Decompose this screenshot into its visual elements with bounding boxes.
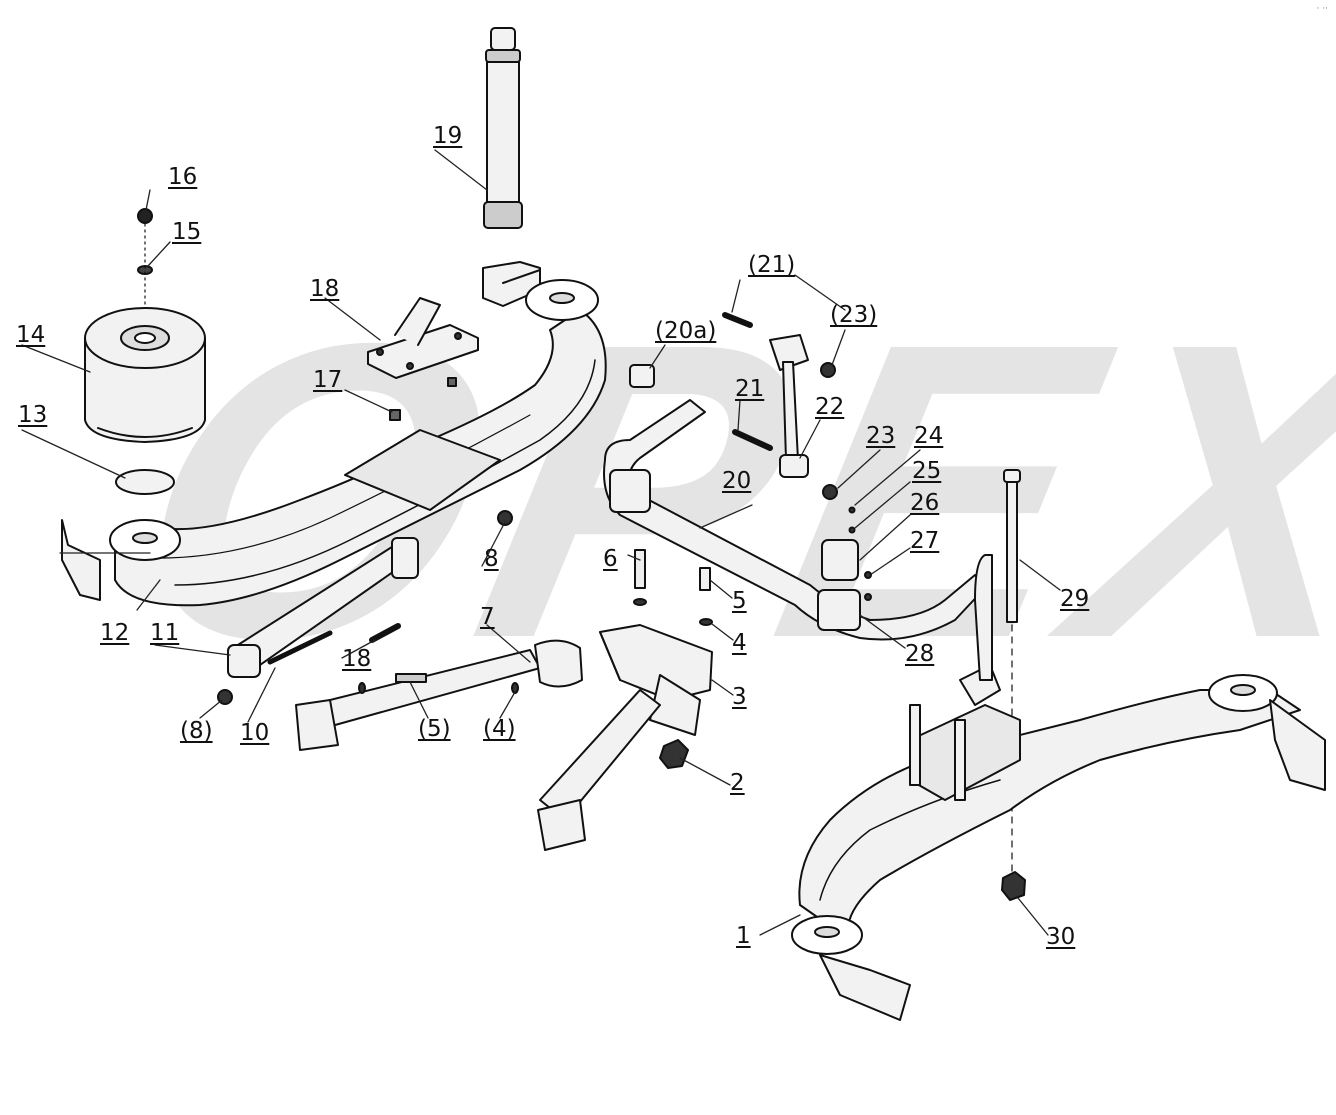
part-21-bolt: [722, 312, 773, 451]
part-22-link: [769, 334, 809, 478]
label-19: 19: [433, 123, 463, 149]
part-14-air-spring: [84, 307, 206, 443]
label-29: 29: [1060, 586, 1090, 612]
label-6-visible: 6: [603, 546, 618, 572]
label-10: 10: [240, 720, 270, 746]
left-axle-beam: [61, 279, 607, 607]
label-14: 14: [16, 322, 46, 348]
label-1: 1: [736, 923, 751, 949]
label-5p: (5): [418, 716, 451, 742]
label-4p: (4): [483, 716, 516, 742]
label-8-paren: (8): [180, 718, 213, 744]
part-20-stabilizer-bar: [603, 399, 986, 641]
label-22: 22: [815, 394, 845, 420]
label-7: 7: [480, 604, 495, 630]
part-4-washer: [358, 618, 713, 694]
part-29-bolt: [1003, 469, 1021, 881]
label-16: 16: [168, 164, 198, 190]
part-16-nut: [137, 208, 153, 224]
part-19-shock-absorber: [482, 27, 541, 307]
label-27: 27: [910, 528, 940, 554]
part-11-lower-arm: [227, 537, 419, 678]
label-30: 30: [1046, 924, 1076, 950]
label-11: 11: [150, 620, 180, 646]
part-18-bracket: [367, 297, 479, 379]
label-21p: (21): [748, 252, 796, 278]
label-21: 21: [735, 376, 765, 402]
part-23-nut: [820, 362, 838, 500]
part-24-27-hardware: [821, 506, 872, 601]
label-23: 23: [866, 423, 896, 449]
leader-lines: [21, 149, 1061, 936]
reaction-rod: [537, 689, 661, 851]
part-30-nut: [1001, 871, 1026, 901]
label-20: 20: [722, 468, 752, 494]
label-4: 4: [732, 630, 747, 656]
corner-mark: · ··: [1316, 4, 1328, 14]
label-13: 13: [18, 402, 48, 428]
part-9-bolt: [369, 623, 401, 643]
part-5-bolt: [395, 567, 711, 683]
part-6-bolt: [633, 549, 647, 606]
label-20a: (20a): [655, 318, 717, 344]
label-23p: (23): [830, 302, 878, 328]
label-26: 26: [910, 490, 940, 516]
part-3-bracket: [599, 624, 713, 736]
part-13-plate: [115, 469, 175, 495]
label-12: 12: [100, 620, 130, 646]
part-7-upper-arm: [295, 639, 583, 751]
label-3: 3: [732, 684, 747, 710]
part-20a-bushing: [629, 364, 655, 388]
label-15: 15: [172, 219, 202, 245]
part-10-bolt: [267, 630, 333, 665]
label-18: 18: [310, 276, 340, 302]
label-28: 28: [905, 641, 935, 667]
part-2-nut: [659, 739, 689, 769]
label-25: 25: [912, 458, 942, 484]
label-5: 5: [732, 588, 747, 614]
label-8: 8: [484, 546, 499, 572]
right-axle-beam: [791, 554, 1326, 1021]
label-17: 17: [313, 367, 343, 393]
part-17-bolt: [389, 377, 457, 421]
label-9: 18: [342, 646, 372, 672]
label-2: 2: [730, 770, 745, 796]
label-24: 24: [914, 423, 944, 449]
